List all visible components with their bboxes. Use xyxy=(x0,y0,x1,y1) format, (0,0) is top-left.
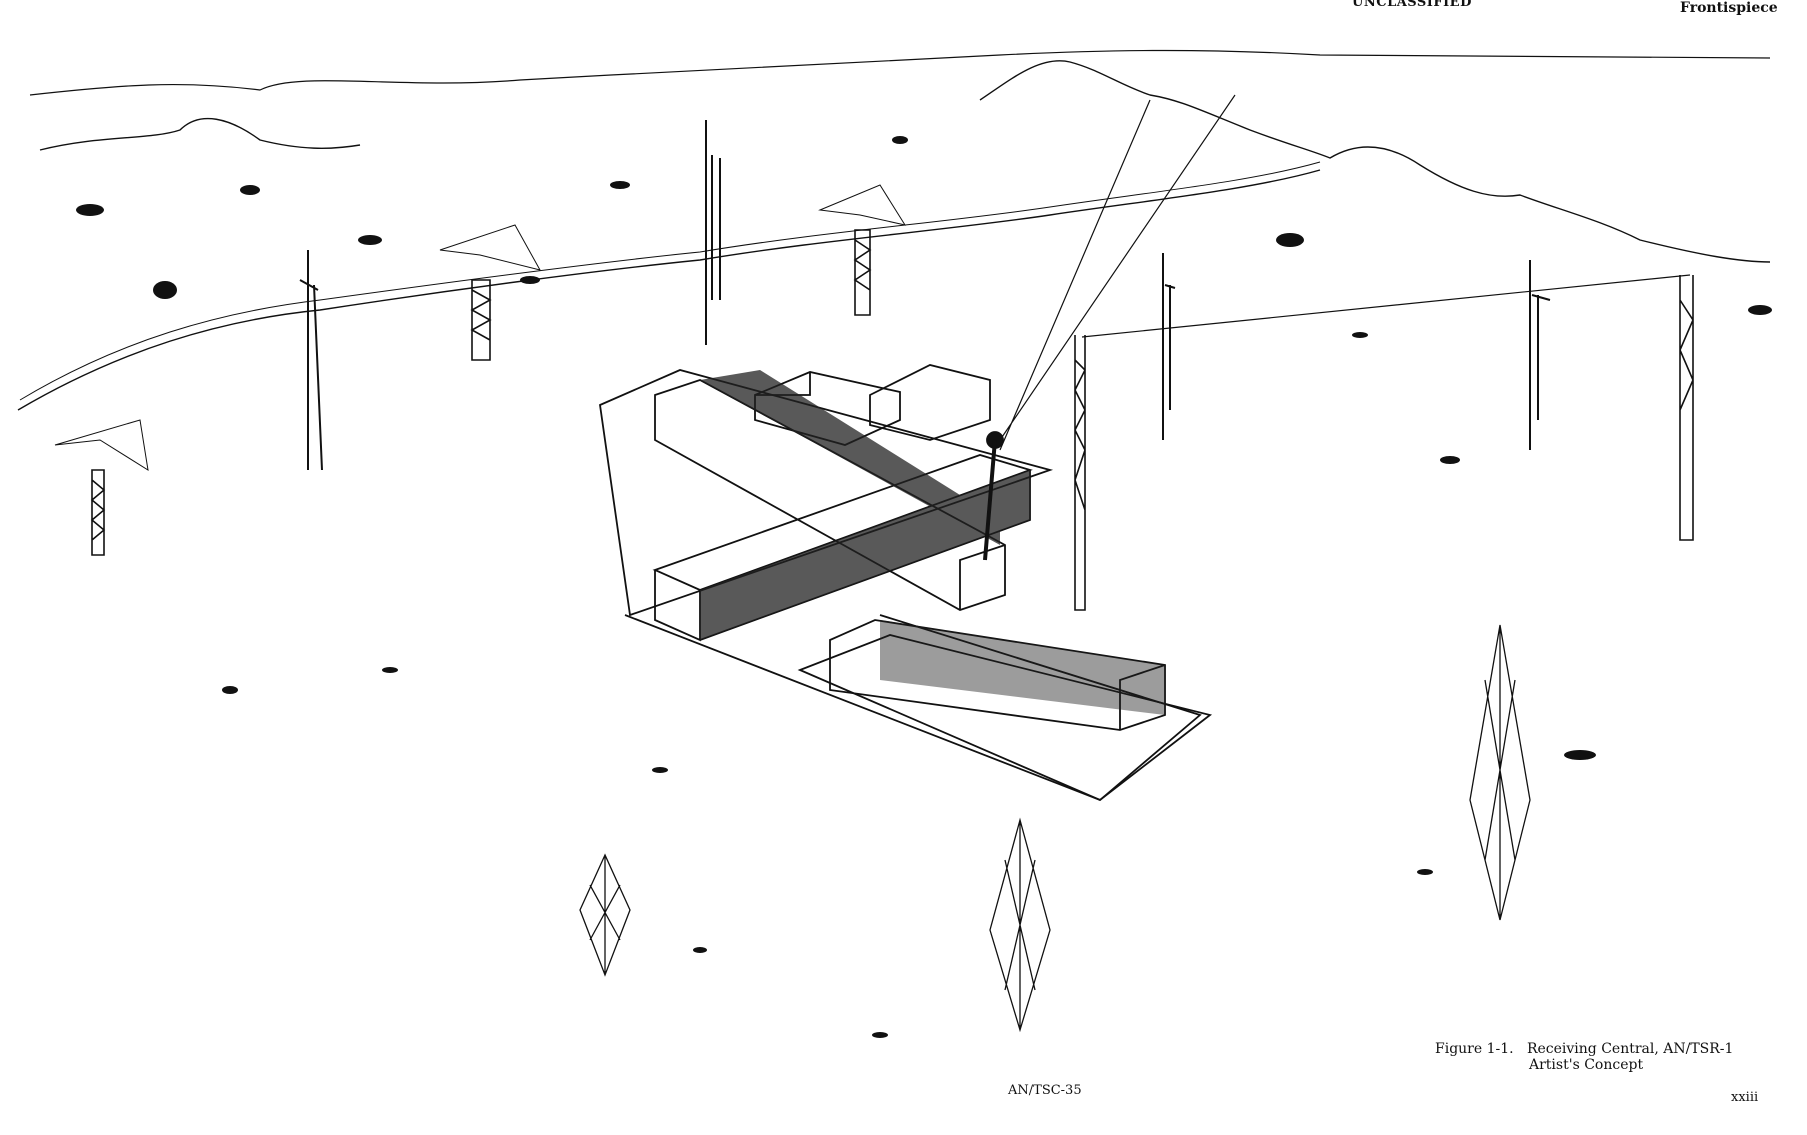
platform xyxy=(599,369,1054,617)
document-id: AN/TSC-35 xyxy=(1008,1083,1082,1098)
dipole-antennas xyxy=(299,120,1551,471)
caption-line-1: Figure 1-1. Receiving Central, AN/TSR-1 xyxy=(1435,1041,1733,1057)
log-periodic-antennas xyxy=(579,624,1531,1033)
mountain-ridge xyxy=(39,60,1771,263)
figure-subtitle: Artist's Concept xyxy=(1529,1057,1644,1073)
page-number: xxiii xyxy=(1731,1090,1759,1105)
shrubs xyxy=(76,136,1772,1038)
figure-number: Figure 1-1. xyxy=(1435,1041,1514,1057)
lattice-towers xyxy=(54,94,1694,611)
horizon-hills xyxy=(29,49,1771,96)
classification-marking: UNCLASSIFIED xyxy=(1352,0,1472,10)
road xyxy=(17,169,1321,411)
shelter-complex xyxy=(599,364,1213,802)
figure-caption: Figure 1-1. Receiving Central, AN/TSR-1 … xyxy=(1435,1041,1733,1073)
figure-title: Receiving Central, AN/TSR-1 xyxy=(1526,1041,1734,1057)
section-label: Frontispiece xyxy=(1680,0,1778,16)
